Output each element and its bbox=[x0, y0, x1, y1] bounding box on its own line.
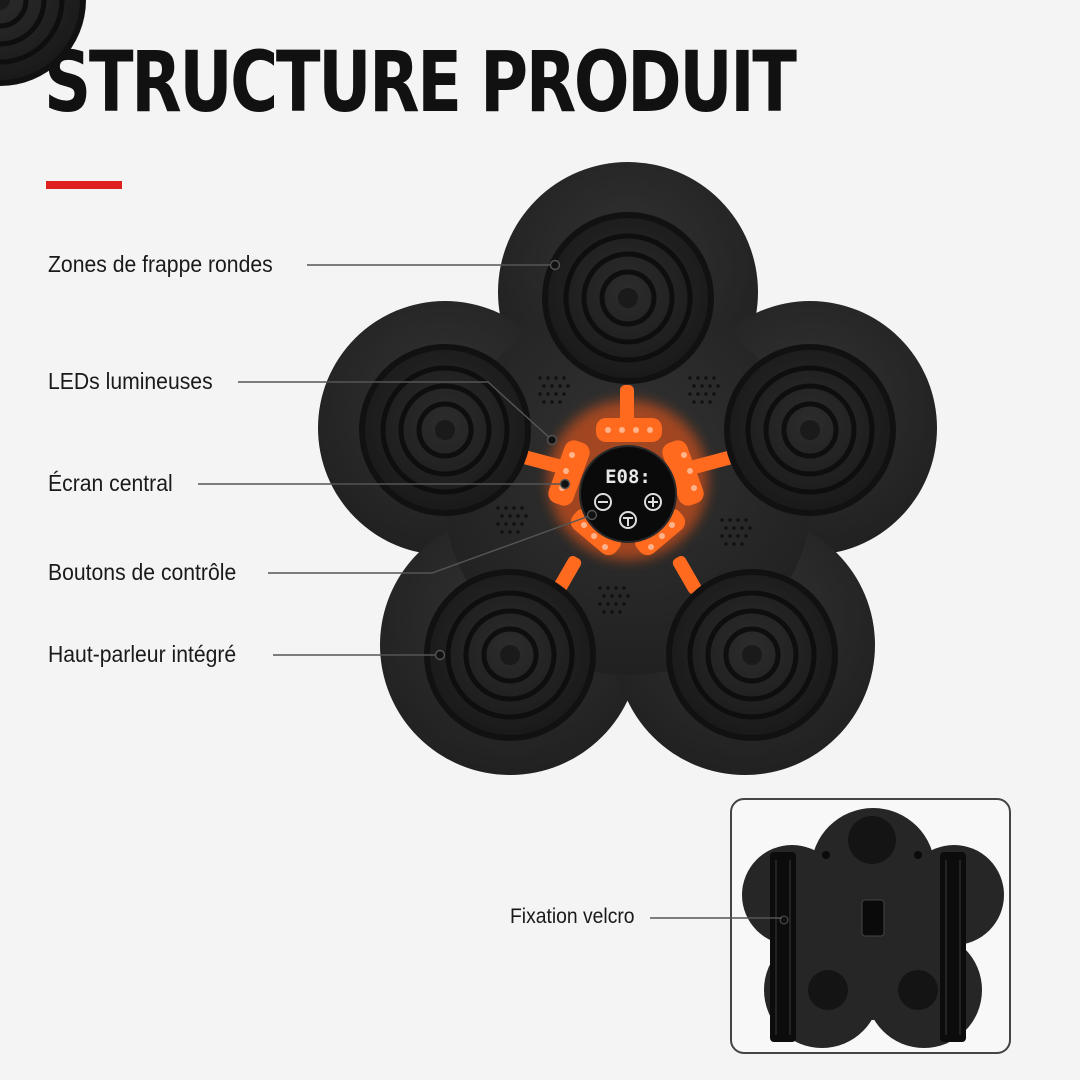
minus-icon[interactable] bbox=[594, 493, 612, 511]
back-view-illustration bbox=[742, 808, 1004, 1048]
back-view-inset bbox=[730, 798, 1011, 1054]
callout-hautparleur-label: Haut-parleur intégré bbox=[48, 641, 237, 667]
central-screen: E08: bbox=[579, 445, 677, 543]
control-buttons bbox=[594, 493, 662, 529]
plus-icon[interactable] bbox=[644, 493, 662, 511]
hit-pad-left bbox=[359, 344, 531, 516]
hit-pad-right bbox=[724, 344, 896, 516]
hit-pad-bottom-right bbox=[666, 569, 838, 741]
callout-ecran-label: Écran central bbox=[48, 470, 173, 496]
callout-boutons-label: Boutons de contrôle bbox=[48, 559, 237, 585]
callout-velcro-label: Fixation velcro bbox=[510, 905, 635, 928]
callout-lines bbox=[198, 259, 598, 661]
led-strip bbox=[520, 385, 736, 594]
title-accent-bar bbox=[46, 181, 122, 189]
hit-pad-bottom-left bbox=[424, 569, 596, 741]
hit-pad-top bbox=[542, 212, 714, 384]
callout-leds-label: LEDs lumineuses bbox=[48, 368, 213, 394]
screen-readout: E08: bbox=[605, 466, 651, 488]
hit-pads bbox=[0, 0, 896, 741]
callout-zones-label: Zones de frappe rondes bbox=[48, 251, 273, 277]
page-title: STRUCTURE PRODUIT bbox=[44, 33, 797, 131]
power-icon[interactable] bbox=[619, 511, 637, 529]
